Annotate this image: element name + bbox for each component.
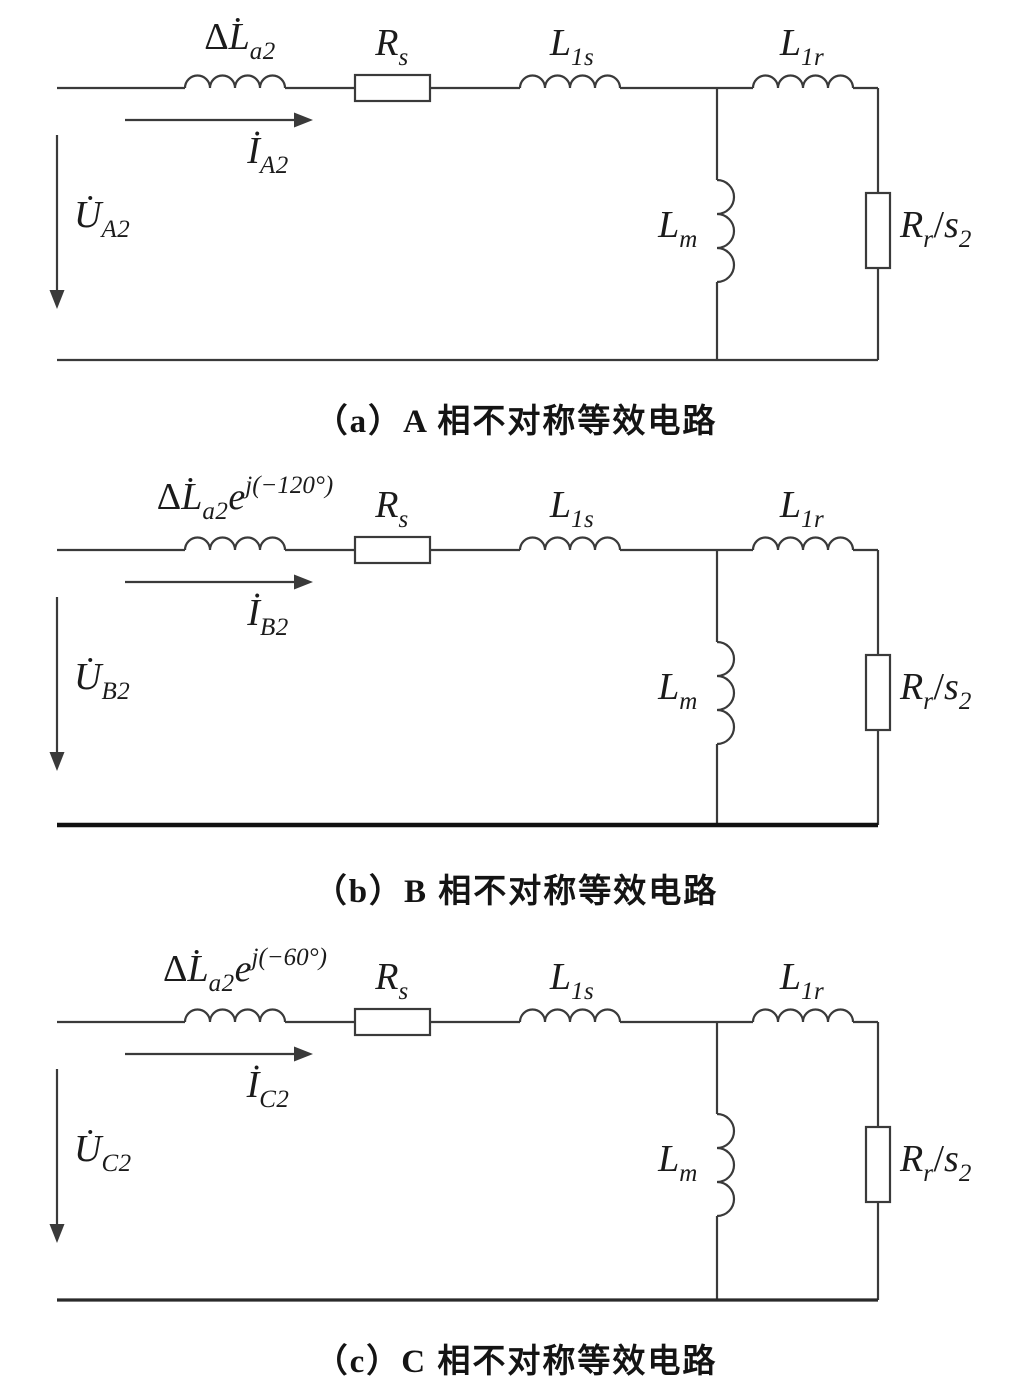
l1r-inductor-coil (751, 536, 855, 551)
lm-label: Lm (658, 1138, 698, 1187)
delta-inductor-label: ΔL̇a2ej(−120°) (156, 472, 334, 525)
lm-inductor-coil (716, 640, 736, 746)
caption-c: （c）C 相不对称等效电路 (314, 1344, 718, 1380)
series-delta-inductor-coil (183, 1008, 287, 1023)
rr-label: Rr/s2 (900, 666, 972, 715)
rr-resistor-box (864, 191, 892, 270)
rr-resistor-box (864, 653, 892, 732)
l1s-label: L1s (549, 22, 595, 71)
circuit-b-block: ΔL̇a2ej(−120°) Rs L1s L1r İB2 U̇B2 Lm Rr… (0, 462, 1014, 934)
lm-inductor-coil (716, 178, 736, 284)
caption-a: （a）A 相不对称等效电路 (314, 404, 718, 440)
current-arrowhead (294, 112, 313, 128)
l1s-label: L1s (549, 484, 595, 533)
l1r-label: L1r (779, 22, 825, 71)
delta-inductor-label: ΔL̇a2 (204, 16, 276, 65)
circuit-a-block: ΔL̇a2 Rs L1s L1r İA2 U̇A2 Lm Rr/s2 （a）A … (0, 0, 1014, 462)
voltage-label: U̇A2 (74, 194, 131, 243)
rs-label: Rs (375, 484, 409, 533)
rr-resistor-box (864, 1125, 892, 1204)
lm-label: Lm (658, 204, 698, 253)
l1r-inductor-coil (751, 74, 855, 89)
circuit-b-schematic (49, 535, 892, 828)
current-arrowhead (294, 574, 313, 590)
current-label: İA2 (247, 130, 289, 179)
l1s-inductor-coil (518, 1008, 622, 1023)
l1s-label: L1s (549, 956, 595, 1005)
rr-label: Rr/s2 (900, 204, 972, 253)
circuit-a-schematic (49, 73, 892, 362)
l1s-inductor-coil (518, 74, 622, 89)
rs-resistor-box (353, 73, 432, 103)
voltage-label: U̇B2 (74, 656, 131, 705)
lm-label: Lm (658, 666, 698, 715)
rs-label: Rs (375, 22, 409, 71)
circuit-c-block: ΔL̇a2ej(−60°) Rs L1s L1r İC2 U̇C2 Lm Rr/… (0, 934, 1014, 1384)
circuit-c-schematic (49, 1007, 892, 1302)
current-arrowhead (294, 1046, 313, 1062)
l1r-label: L1r (779, 484, 825, 533)
series-delta-inductor-coil (183, 74, 287, 89)
l1s-inductor-coil (518, 536, 622, 551)
current-label: İB2 (247, 592, 289, 641)
lm-inductor-coil (716, 1112, 736, 1218)
rs-resistor-box (353, 535, 432, 565)
voltage-arrowhead (49, 1224, 65, 1243)
l1r-inductor-coil (751, 1008, 855, 1023)
voltage-label: U̇C2 (74, 1128, 132, 1177)
rs-label: Rs (375, 956, 409, 1005)
series-delta-inductor-coil (183, 536, 287, 551)
l1r-label: L1r (779, 956, 825, 1005)
delta-inductor-label: ΔL̇a2ej(−60°) (163, 944, 327, 997)
voltage-arrowhead (49, 290, 65, 309)
current-label: İC2 (246, 1064, 290, 1113)
rr-label: Rr/s2 (900, 1138, 972, 1187)
rs-resistor-box (353, 1007, 432, 1037)
caption-b: （b）B 相不对称等效电路 (313, 874, 719, 910)
voltage-arrowhead (49, 752, 65, 771)
